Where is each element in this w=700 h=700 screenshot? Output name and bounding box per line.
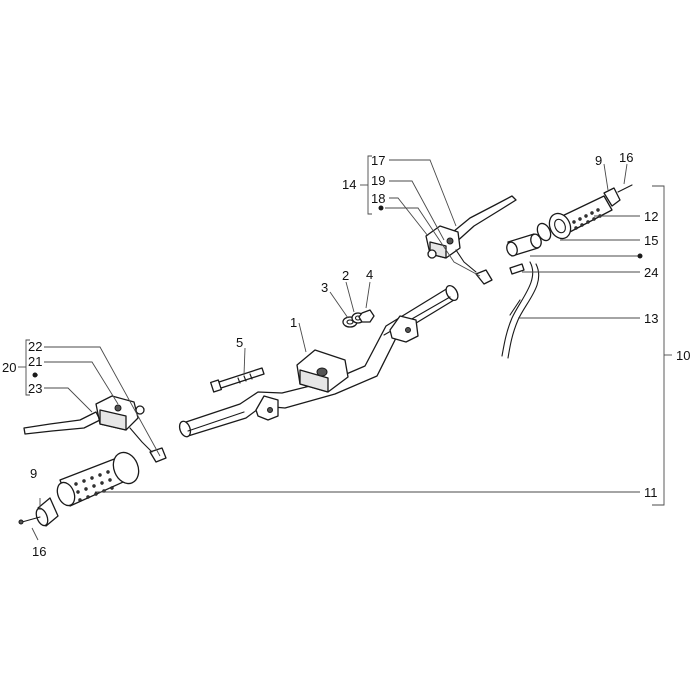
- label-part-19: 19: [371, 173, 385, 188]
- label-part-17: 17: [371, 153, 385, 168]
- label-part-10: 10: [676, 348, 690, 363]
- label-part-12: 12: [644, 209, 658, 224]
- label-part-21: 21: [28, 354, 42, 369]
- label-part-3: 3: [321, 280, 328, 295]
- bolt: [210, 367, 265, 393]
- label-part-24: 24: [644, 265, 658, 280]
- label-part-18: 18: [371, 191, 385, 206]
- label-part-11: 11: [644, 485, 658, 500]
- part-labels: 1 2 3 4 5 9 16 17 14 19 18 12 15 24 13 1…: [2, 150, 690, 559]
- throttle-sleeve: [506, 233, 542, 257]
- label-part-23: 23: [28, 381, 42, 396]
- washer-nut-stack: [342, 309, 375, 328]
- throttle-cable: [501, 261, 540, 359]
- label-part-15: 15: [644, 233, 658, 248]
- left-clutch-lever: [23, 395, 167, 463]
- group-dot-icon: [378, 205, 384, 211]
- label-part-14: 14: [342, 177, 356, 192]
- right-brake-lever: [425, 195, 517, 285]
- group-dot-icon: [637, 253, 643, 259]
- right-grip: [536, 184, 633, 242]
- label-part-2: 2: [342, 268, 349, 283]
- label-part-16-right: 16: [619, 150, 633, 165]
- label-part-9-right: 9: [595, 153, 602, 168]
- group-markers: [32, 205, 643, 378]
- label-part-20: 20: [2, 360, 16, 375]
- group-dot-icon: [32, 372, 38, 378]
- left-grip: [56, 451, 140, 507]
- label-part-16-left: 16: [32, 544, 46, 559]
- leader-lines: [18, 155, 672, 541]
- label-part-13: 13: [644, 311, 658, 326]
- label-part-4: 4: [366, 267, 373, 282]
- label-part-9-left: 9: [30, 466, 37, 481]
- label-part-1: 1: [290, 315, 297, 330]
- left-bar-end-weight: [18, 497, 59, 527]
- label-part-5: 5: [236, 335, 243, 350]
- handlebar-tube: [178, 284, 459, 438]
- label-part-22: 22: [28, 339, 42, 354]
